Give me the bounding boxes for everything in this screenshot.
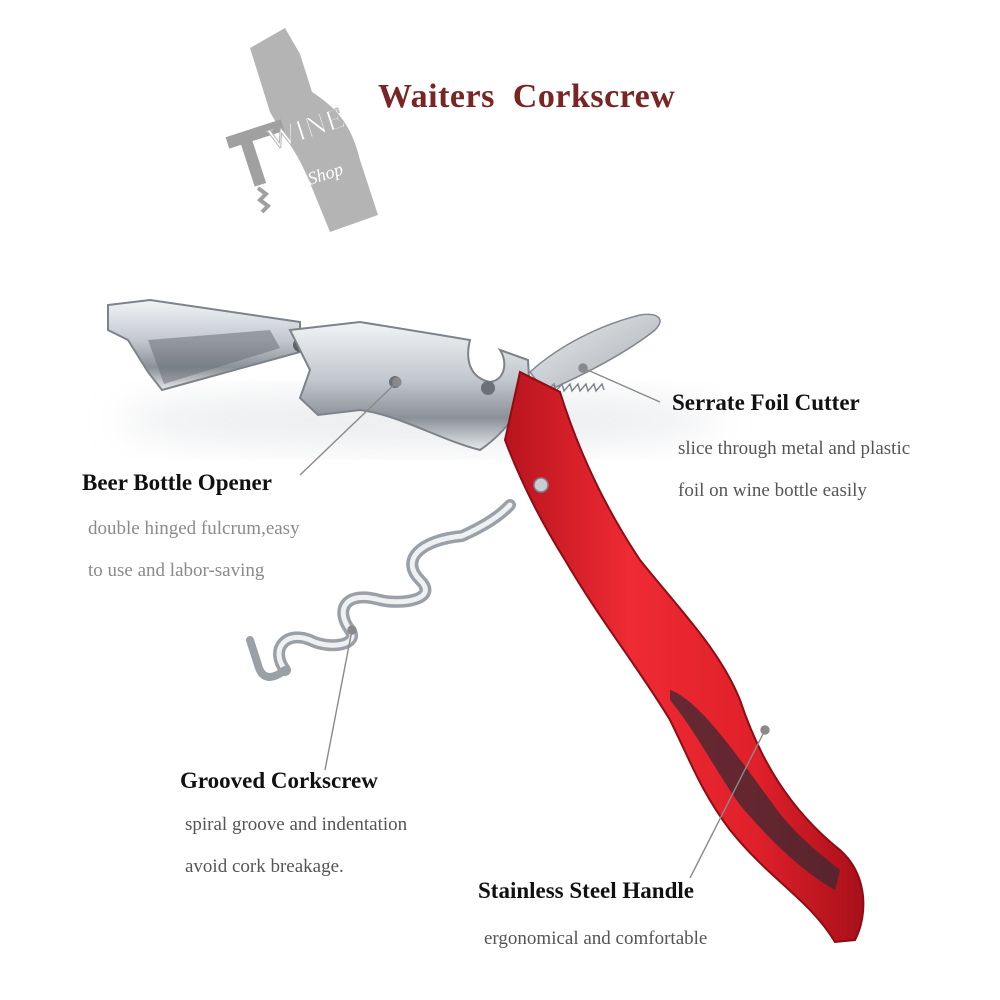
feature-title-corkscrew: Grooved Corkscrew <box>180 768 378 793</box>
opener-callout-dot <box>392 377 402 387</box>
handle-callout-line <box>689 729 766 879</box>
desc-line: to use and labor-saving <box>88 560 265 581</box>
red-handle <box>503 370 865 944</box>
feature-title-foil-cutter: Serrate Foil Cutter <box>672 390 860 415</box>
feature-title-bottle-opener: Beer Bottle Opener <box>82 470 272 495</box>
page-title: Waiters Corkscrew <box>378 78 676 115</box>
handle-rivet-icon <box>533 477 549 493</box>
screw-callout-dot <box>347 625 357 635</box>
corkscrew-worm <box>246 499 516 681</box>
handle-callout-dot <box>760 725 770 735</box>
feature-desc-corkscrew: spiral groove and indentation avoid cork… <box>185 804 407 888</box>
rivet-icon <box>481 381 495 395</box>
foil-cutter-blade <box>528 313 661 393</box>
cutter-callout-line <box>582 367 661 403</box>
wine-shop-logo <box>225 28 378 232</box>
feature-desc-bottle-opener: double hinged fulcrum,easy to use and la… <box>88 508 300 592</box>
cutter-callout-dot <box>578 363 588 373</box>
desc-line: foil on wine bottle easily <box>678 480 867 501</box>
desc-line: slice through metal and plastic <box>678 438 911 459</box>
desc-line: ergonomical and comfortable <box>484 928 708 949</box>
screw-callout-line <box>324 629 353 771</box>
feature-desc-foil-cutter: slice through metal and plastic foil on … <box>678 428 910 512</box>
lever-arm <box>107 298 307 392</box>
opener-callout-line <box>299 381 398 476</box>
feature-desc-handle: ergonomical and comfortable <box>484 918 707 960</box>
desc-line: avoid cork breakage. <box>185 856 344 877</box>
desc-line: double hinged fulcrum,easy <box>88 518 300 539</box>
feature-title-handle: Stainless Steel Handle <box>478 878 694 903</box>
desc-line: spiral groove and indentation <box>185 814 408 835</box>
callout-lines <box>299 363 770 879</box>
